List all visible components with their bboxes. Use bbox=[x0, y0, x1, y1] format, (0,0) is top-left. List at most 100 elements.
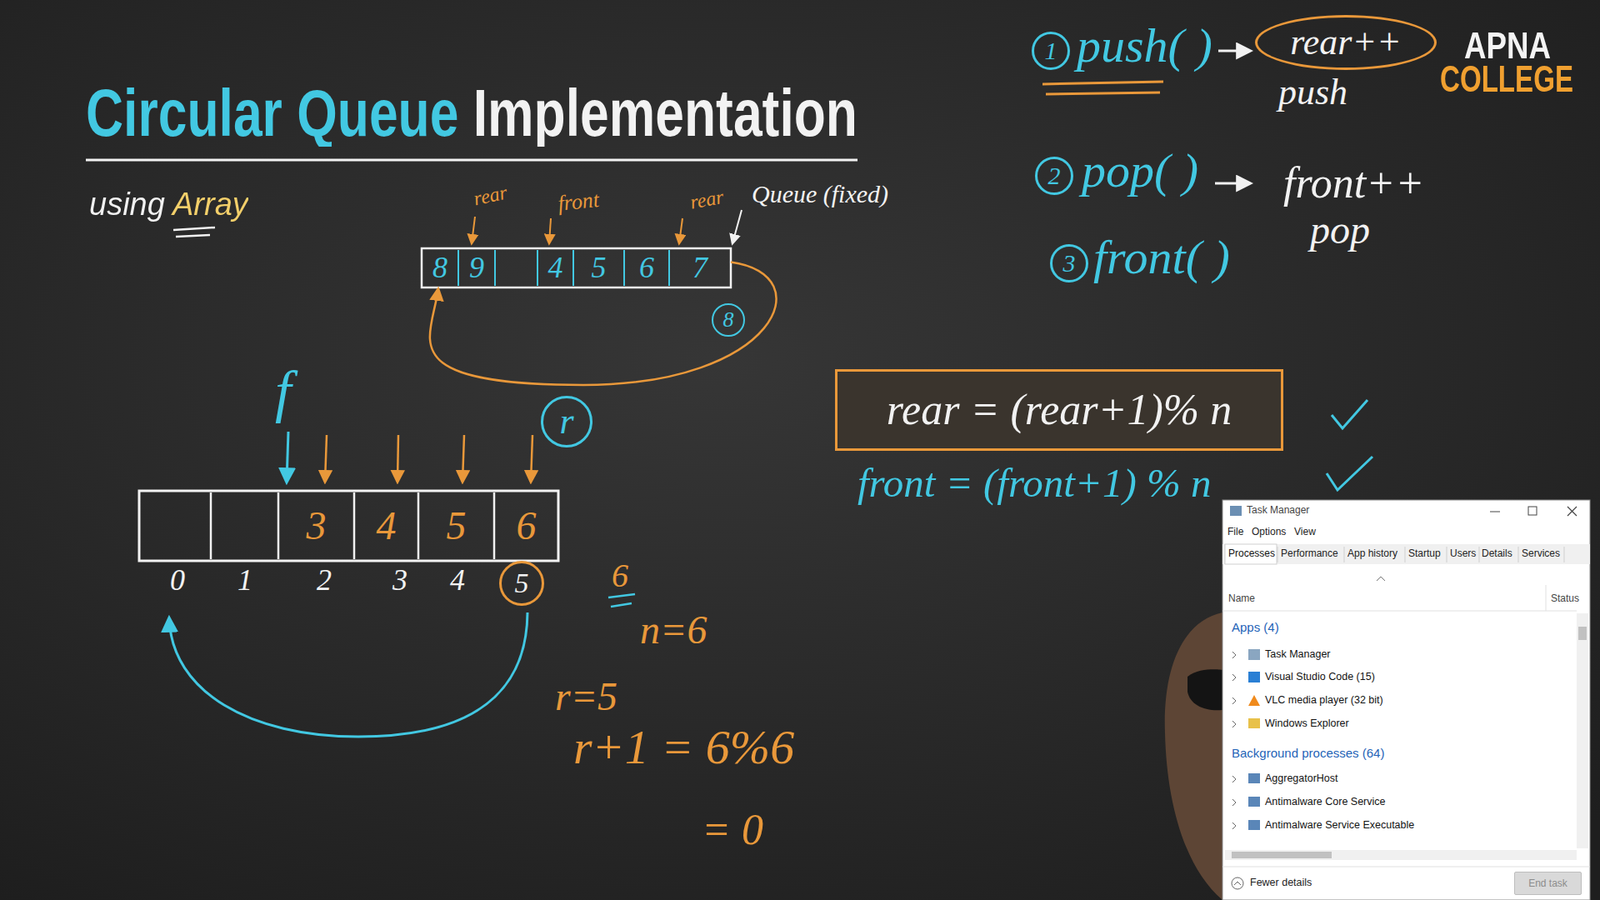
operation-note: push bbox=[1278, 71, 1348, 115]
pointer-arrow bbox=[397, 435, 399, 482]
node-text: 8 bbox=[432, 252, 448, 285]
expand-chevron bbox=[1232, 822, 1236, 830]
index-number: 1 bbox=[237, 563, 253, 598]
underline-stroke bbox=[175, 235, 210, 237]
calc-note: r+1 = 6%6 bbox=[573, 720, 795, 776]
cell-divider bbox=[353, 492, 356, 560]
scroll-thumb bbox=[1231, 851, 1332, 859]
scrollbar bbox=[1225, 850, 1577, 860]
step-number-circle: 3 bbox=[1050, 244, 1089, 283]
node-text: 7 bbox=[692, 252, 708, 285]
group-heading: Apps (4) bbox=[1231, 620, 1280, 635]
presenter-webcam bbox=[1165, 612, 1223, 900]
array-cell: 4 bbox=[537, 248, 574, 288]
implies-arrow bbox=[1218, 50, 1250, 53]
tab-label: Processes bbox=[1228, 548, 1275, 560]
underline-stroke bbox=[173, 227, 215, 230]
headset bbox=[1187, 669, 1223, 710]
node-text: rear++ bbox=[1290, 23, 1402, 62]
index-number: 4 bbox=[450, 563, 465, 598]
step-number-circle: 2 bbox=[1035, 156, 1074, 195]
minimize-button bbox=[1490, 511, 1500, 513]
highlight-ellipse: rear++ bbox=[1255, 15, 1437, 70]
node-text: 6 bbox=[639, 252, 655, 285]
node-text: 4 bbox=[548, 252, 564, 285]
note-text: Queue (fixed) bbox=[751, 180, 889, 210]
pointer-arrow bbox=[471, 216, 475, 244]
end-task-button: End task bbox=[1514, 871, 1582, 896]
process-name: Windows Explorer bbox=[1265, 717, 1350, 730]
node-text: 1 bbox=[1045, 37, 1058, 65]
index-number: 3 bbox=[392, 563, 408, 598]
cell-divider bbox=[210, 492, 213, 560]
tab-separator bbox=[1479, 546, 1480, 563]
group-heading: Background processes (64) bbox=[1231, 745, 1385, 760]
menu-item: Options bbox=[1251, 526, 1286, 539]
column-divider bbox=[1545, 585, 1547, 611]
process-icon bbox=[1248, 649, 1260, 660]
pointer-arrow bbox=[732, 210, 742, 244]
node-text: r bbox=[559, 402, 574, 441]
collapse-icon bbox=[1231, 877, 1244, 890]
calc-note: = 0 bbox=[701, 805, 764, 855]
window-title: Task Manager bbox=[1246, 505, 1310, 517]
rear-marker-circle: r bbox=[540, 395, 593, 448]
array-cell: 9 bbox=[458, 248, 495, 288]
tab-separator bbox=[1277, 546, 1279, 563]
scroll-thumb bbox=[1578, 626, 1587, 640]
tab-separator bbox=[1446, 546, 1448, 563]
cell-divider bbox=[494, 250, 496, 286]
array-cell: 5 bbox=[418, 490, 495, 561]
process-name: Antimalware Service Executable bbox=[1265, 819, 1415, 831]
expand-chevron bbox=[1232, 697, 1236, 705]
node-text: 5 bbox=[446, 505, 467, 547]
implies-arrow bbox=[1215, 182, 1250, 185]
calc-note: n=6 bbox=[640, 606, 707, 653]
close-button bbox=[1567, 506, 1577, 516]
pointer-label: front bbox=[556, 187, 600, 217]
title-underline bbox=[85, 159, 858, 162]
process-name: Antimalware Core Service bbox=[1265, 795, 1386, 808]
pointer-arrow bbox=[679, 218, 683, 244]
process-name: Task Manager bbox=[1265, 648, 1331, 660]
underline-stroke bbox=[1045, 92, 1160, 95]
slide-title: Circular Queue Implementation bbox=[85, 80, 858, 147]
array-cell: 5 bbox=[573, 248, 625, 288]
wrap-around-arrow bbox=[169, 612, 528, 737]
pointer-label: rear bbox=[688, 185, 726, 215]
calc-note: 6 bbox=[611, 556, 629, 595]
process-name: VLC media player (32 bit) bbox=[1265, 694, 1384, 706]
pointer-label: rear bbox=[471, 181, 510, 211]
underline-stroke bbox=[1042, 81, 1164, 85]
node-text: 2 bbox=[1048, 162, 1061, 190]
tab-strip bbox=[1222, 544, 1590, 565]
pointer-arrow bbox=[325, 435, 327, 482]
tab-separator bbox=[1564, 546, 1565, 563]
cell-divider bbox=[623, 250, 625, 286]
node-text: 4 bbox=[376, 505, 397, 547]
formula-box: rear = (rear+1)% n bbox=[835, 369, 1284, 451]
new-element-circle: 8 bbox=[711, 303, 745, 337]
queue-array bbox=[421, 248, 731, 288]
process-icon bbox=[1248, 695, 1260, 706]
pointer-arrow bbox=[530, 435, 533, 482]
array-cell: 4 bbox=[354, 490, 419, 561]
sort-caret bbox=[1376, 576, 1385, 581]
tab-label: Details bbox=[1481, 548, 1513, 560]
array-cell: 3 bbox=[278, 490, 355, 561]
check-mark bbox=[1331, 400, 1368, 429]
tab-separator bbox=[1518, 546, 1520, 563]
operation-note: pop bbox=[1310, 206, 1370, 253]
cell-divider bbox=[457, 250, 460, 286]
array-cell: 6 bbox=[624, 248, 670, 288]
process-icon bbox=[1248, 718, 1260, 729]
expand-chevron bbox=[1232, 674, 1236, 681]
cell-divider bbox=[417, 492, 420, 560]
task-manager-window: Task ManagerFileOptionsViewProcessesPerf… bbox=[1222, 500, 1590, 900]
index-circle: 5 bbox=[499, 560, 545, 606]
node-text: 8 bbox=[722, 308, 734, 331]
operation-name: front( ) bbox=[1093, 230, 1230, 286]
calc-note: r=5 bbox=[555, 673, 618, 720]
